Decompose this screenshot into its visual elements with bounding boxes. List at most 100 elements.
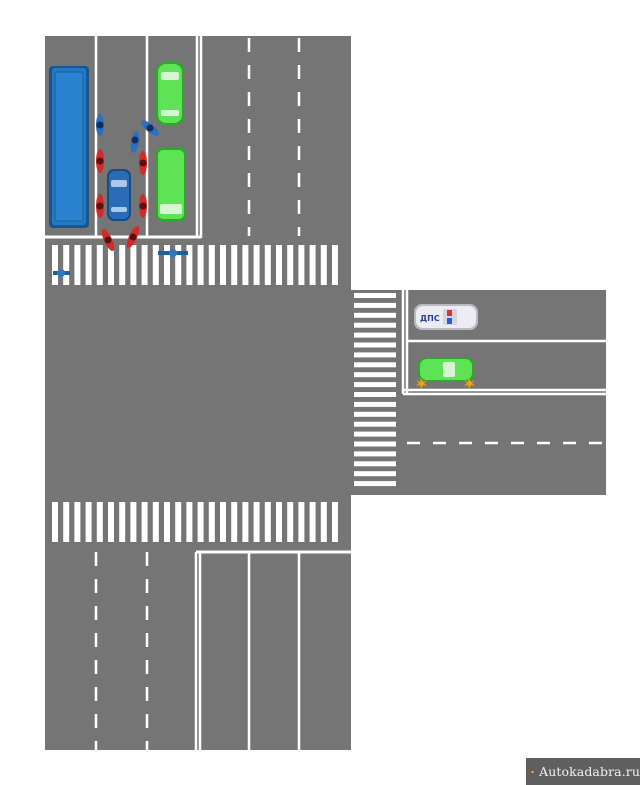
crosswalk-stripe [220, 245, 226, 285]
crosswalk-stripe [354, 411, 396, 417]
crosswalk-stripe [242, 502, 249, 542]
crosswalk-stripe [231, 245, 238, 285]
crosswalk-stripe [74, 245, 81, 285]
crosswalk-stripe [130, 245, 137, 285]
crosswalk-stripe [141, 245, 148, 285]
crosswalk-stripe [130, 502, 137, 542]
crosswalk-stripe [141, 502, 148, 542]
crosswalk-stripe [208, 245, 215, 285]
crosswalk-east [354, 293, 396, 487]
crosswalk-stripe [354, 481, 396, 487]
crosswalk-stripe [354, 293, 396, 298]
crosswalk-stripe [242, 245, 249, 285]
crosswalk-stripe [354, 352, 396, 358]
crosswalk-stripe [309, 502, 316, 542]
crosswalk-stripe [264, 245, 271, 285]
crosswalk-stripe [354, 471, 396, 477]
crosswalk-stripe [208, 502, 215, 542]
crosswalk-stripe [186, 245, 193, 285]
crosswalk-stripe [320, 245, 327, 285]
crosswalk-south [52, 502, 338, 542]
crosswalk-stripe [309, 245, 316, 285]
crosswalk-stripe [354, 401, 396, 407]
crosswalk-north [52, 245, 338, 285]
crosswalk-stripe [253, 245, 260, 285]
green-car-north [156, 62, 184, 125]
red-motorcycle [126, 225, 140, 249]
green-van [156, 148, 186, 221]
crosswalk-stripe [354, 382, 396, 388]
crosswalk-stripe [253, 502, 260, 542]
crosswalk-stripe [108, 245, 114, 285]
crosswalk-stripe [354, 312, 396, 318]
crosswalk-stripe [175, 245, 182, 285]
red-motorcycle [101, 228, 115, 252]
pedestrians [53, 249, 188, 277]
crosswalk-stripe [298, 245, 305, 285]
crosswalk-stripe [354, 431, 396, 437]
crosswalk-stripe [164, 502, 170, 542]
south-road-markings [94, 550, 351, 750]
crosswalk-stripe [108, 502, 114, 542]
watermark-text: Autokadabra.ru [539, 764, 640, 779]
crosswalk-stripe [298, 502, 305, 542]
crosswalk-stripe [164, 245, 170, 285]
crosswalk-stripe [119, 245, 126, 285]
police-car-label: ДПС [420, 314, 440, 323]
crosswalk-stripe [276, 502, 282, 542]
crosswalk-stripe [220, 502, 226, 542]
north-road-markings [45, 36, 301, 239]
red-motorcycle [139, 151, 147, 175]
red-motorcycle [96, 149, 104, 173]
crosswalk-stripe [96, 502, 103, 542]
crosswalk-stripe [354, 362, 396, 368]
motorcycles [96, 114, 159, 252]
crosswalk-stripe [354, 461, 396, 467]
crosswalk-stripe [175, 502, 182, 542]
crosswalk-stripe [231, 502, 238, 542]
police-car: ДПС [414, 304, 478, 330]
blue-motorcycle [96, 114, 104, 136]
crosswalk-stripe [354, 392, 396, 397]
crosswalk-stripe [354, 342, 396, 348]
crosswalk-stripe [287, 245, 294, 285]
red-motorcycle [139, 194, 147, 218]
crosswalk-stripe [152, 245, 159, 285]
crosswalk-stripe [63, 502, 70, 542]
pedestrian [53, 269, 70, 277]
pedestrian [158, 249, 188, 257]
east-road-markings [401, 290, 606, 445]
crosswalk-stripe [354, 322, 396, 328]
crosswalk-stripe [354, 332, 396, 338]
bus [49, 66, 89, 228]
crosswalk-stripe [119, 502, 126, 542]
crosswalk-stripe [152, 502, 159, 542]
crosswalk-stripe [52, 245, 58, 285]
owl-logo-icon [530, 769, 535, 774]
crosswalk-stripe [52, 502, 58, 542]
red-motorcycle [96, 194, 104, 218]
turn-signal-icon [416, 378, 475, 389]
crosswalk-stripe [197, 502, 204, 542]
blue-car [107, 169, 131, 221]
crosswalk-stripe [287, 502, 294, 542]
crosswalk-stripe [332, 502, 338, 542]
crosswalk-stripe [332, 245, 338, 285]
crosswalk-stripe [74, 502, 81, 542]
crosswalk-stripe [186, 502, 193, 542]
crosswalk-stripe [354, 441, 396, 447]
blue-motorcycle [130, 131, 140, 153]
crosswalk-stripe [320, 502, 327, 542]
crosswalk-stripe [264, 502, 271, 542]
watermark: Autokadabra.ru [526, 758, 640, 785]
crosswalk-stripe [354, 451, 396, 457]
crosswalk-stripe [354, 421, 396, 427]
crosswalk-stripe [63, 245, 70, 285]
blue-motorcycle [141, 120, 159, 136]
crosswalk-stripe [85, 245, 92, 285]
green-car-east [416, 357, 475, 389]
crosswalk-stripe [354, 302, 396, 308]
crosswalk-stripe [197, 245, 204, 285]
crosswalk-stripe [85, 502, 92, 542]
